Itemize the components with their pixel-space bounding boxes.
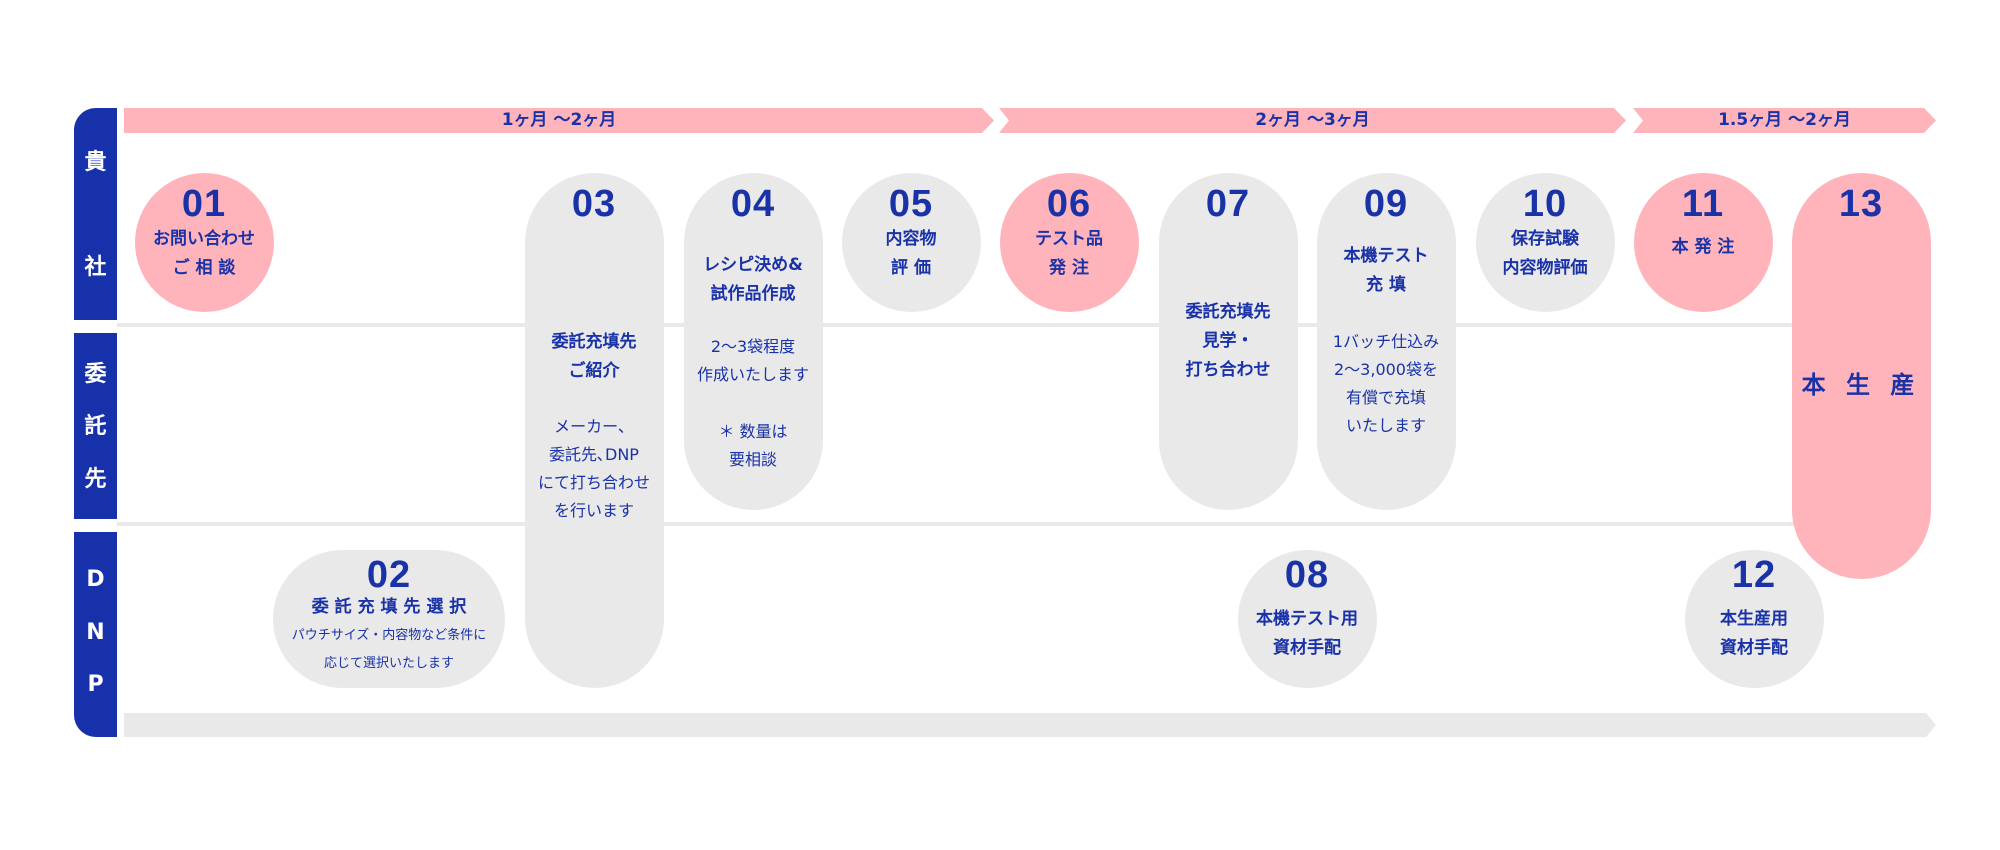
step-title: 委託充填先ご紹介 bbox=[525, 328, 664, 386]
step-04: 04 レシピ決め&試作品作成 2〜3袋程度作成いたします ＊ 数量は要相談 bbox=[683, 173, 823, 510]
step-title-line: レシピ決め& bbox=[703, 255, 803, 275]
lane-label-char: 託 bbox=[84, 414, 107, 439]
step-title-line: テスト品 bbox=[1035, 229, 1103, 249]
step-title-line: 発 注 bbox=[1049, 258, 1089, 278]
lane-divider bbox=[117, 522, 1797, 526]
phase-arrow-2: 2ヶ月 〜3ヶ月 bbox=[999, 108, 1626, 133]
step-title-line: 内容物評価 bbox=[1502, 258, 1588, 278]
step-title-line: 資材手配 bbox=[1720, 638, 1788, 658]
step-title-line: 本 生 産 bbox=[1801, 371, 1921, 399]
step-title: 保存試験内容物評価 bbox=[1476, 225, 1615, 283]
step-title-line: 見学・ bbox=[1202, 331, 1254, 351]
step-title-line: 試作品作成 bbox=[710, 284, 796, 304]
step-note-extra: ＊ 数量は要相談 bbox=[684, 418, 823, 474]
lane-contractor: 委託先 bbox=[74, 333, 117, 519]
lane-label-char: 先 bbox=[84, 467, 107, 492]
step-title: 委託充填先見学・打ち合わせ bbox=[1159, 298, 1298, 385]
step-09: 09 本機テスト充 填 1バッチ仕込み 2〜3,000袋を有償で充填いたします bbox=[1316, 173, 1456, 510]
step-note-line: にて打ち合わせ bbox=[537, 473, 650, 492]
step-title: お問い合わせご 相 談 bbox=[135, 225, 274, 283]
step-title: 本 生 産 bbox=[1792, 371, 1931, 400]
step-title-line: 本機テスト用 bbox=[1256, 609, 1358, 629]
step-title-line: お問い合わせ bbox=[153, 229, 255, 249]
step-note-line: 2〜3,000袋を bbox=[1334, 360, 1438, 379]
step-number: 01 bbox=[181, 183, 227, 225]
lane-label-char: D bbox=[86, 567, 105, 592]
lane-client: 貴社 bbox=[74, 108, 117, 320]
step-note: メーカー、委託先､DNP にて打ち合わせを行います bbox=[525, 413, 664, 525]
step-title-line: 評 価 bbox=[891, 258, 931, 278]
step-title: 委 託 充 填 先 選 択 bbox=[273, 593, 505, 622]
step-note-line: メーカー、 bbox=[554, 417, 634, 436]
step-number: 02 bbox=[366, 554, 412, 596]
step-title-line: ご紹介 bbox=[568, 361, 620, 381]
step-title-line: 本生産用 bbox=[1720, 609, 1788, 629]
step-08: 08 本機テスト用資材手配 bbox=[1237, 550, 1377, 688]
lane-label-char: N bbox=[86, 620, 105, 645]
step-title-line: 打ち合わせ bbox=[1185, 360, 1271, 380]
step-title: 内容物評 価 bbox=[842, 225, 981, 283]
step-note-line: いたします bbox=[1345, 416, 1426, 435]
step-13: 13 本 生 産 bbox=[1791, 173, 1931, 579]
lane-label-char: P bbox=[87, 672, 104, 697]
step-note-line: 応じて選択いたします bbox=[323, 656, 454, 671]
step-number: 04 bbox=[730, 183, 776, 225]
step-title-line: ご 相 談 bbox=[172, 258, 236, 278]
step-note-line: 有償で充填 bbox=[1345, 388, 1426, 407]
step-title-line: 本 発 注 bbox=[1671, 237, 1735, 257]
step-number: 03 bbox=[571, 183, 617, 225]
step-number: 07 bbox=[1205, 183, 1251, 225]
step-note: 2〜3袋程度作成いたします bbox=[684, 333, 823, 389]
step-title-line: 委 託 充 填 先 選 択 bbox=[311, 597, 467, 617]
step-note-line: 1バッチ仕込み bbox=[1332, 332, 1440, 351]
step-note-line: を行います bbox=[553, 501, 634, 520]
step-03: 03 委託充填先ご紹介メーカー、委託先､DNP にて打ち合わせを行います bbox=[524, 173, 664, 688]
step-note-line: 委託先､DNP bbox=[549, 445, 639, 464]
step-note-line: 作成いたします bbox=[696, 365, 809, 384]
step-title-line: 委託充填先 bbox=[551, 332, 637, 352]
step-title: 本 発 注 bbox=[1634, 233, 1773, 262]
step-number: 06 bbox=[1046, 183, 1092, 225]
step-title: 本機テスト用資材手配 bbox=[1238, 605, 1377, 663]
step-title: レシピ決め&試作品作成 bbox=[684, 251, 823, 309]
step-number: 08 bbox=[1284, 554, 1330, 596]
step-title: 本生産用資材手配 bbox=[1685, 605, 1824, 663]
step-title-line: 充 填 bbox=[1366, 275, 1406, 295]
step-note-line: 2〜3袋程度 bbox=[710, 337, 796, 356]
lane-divider bbox=[117, 323, 1797, 327]
step-number: 05 bbox=[888, 183, 934, 225]
phase-arrow-1: 1ヶ月 〜2ヶ月 bbox=[124, 108, 994, 133]
step-title-line: 委託充填先 bbox=[1185, 302, 1271, 322]
step-number: 11 bbox=[1681, 183, 1725, 225]
step-number: 13 bbox=[1838, 183, 1884, 225]
step-note-extra-line: 要相談 bbox=[728, 450, 777, 469]
step-note: パウチサイズ・内容物など条件に応じて選択いたします bbox=[273, 622, 505, 678]
step-note-extra-line: ＊ 数量は bbox=[718, 422, 788, 441]
step-title-line: 内容物 bbox=[885, 229, 937, 249]
timeline-bottom-arrow bbox=[124, 713, 1936, 737]
lane-label-char: 社 bbox=[84, 255, 107, 280]
step-title-line: 資材手配 bbox=[1273, 638, 1341, 658]
step-number: 09 bbox=[1363, 183, 1409, 225]
phase-arrow-3: 1.5ヶ月 〜2ヶ月 bbox=[1633, 108, 1936, 133]
step-note: 1バッチ仕込み 2〜3,000袋を有償で充填いたします bbox=[1317, 328, 1456, 440]
step-title: 本機テスト充 填 bbox=[1317, 242, 1456, 300]
step-note-line: パウチサイズ・内容物など条件に bbox=[291, 628, 487, 643]
lane-label-char: 貴 bbox=[84, 150, 107, 175]
step-title-line: 本機テスト bbox=[1343, 246, 1429, 266]
lane-dnp: D N P bbox=[74, 532, 117, 737]
step-07: 07 委託充填先見学・打ち合わせ bbox=[1158, 173, 1298, 510]
step-number: 12 bbox=[1731, 554, 1777, 596]
step-11: 11 本 発 注 bbox=[1633, 173, 1773, 312]
step-number: 10 bbox=[1522, 183, 1568, 225]
step-12: 12 本生産用資材手配 bbox=[1684, 550, 1824, 688]
lane-label-char: 委 bbox=[84, 362, 107, 387]
step-title: テスト品発 注 bbox=[1000, 225, 1139, 283]
step-title-line: 保存試験 bbox=[1511, 229, 1579, 249]
